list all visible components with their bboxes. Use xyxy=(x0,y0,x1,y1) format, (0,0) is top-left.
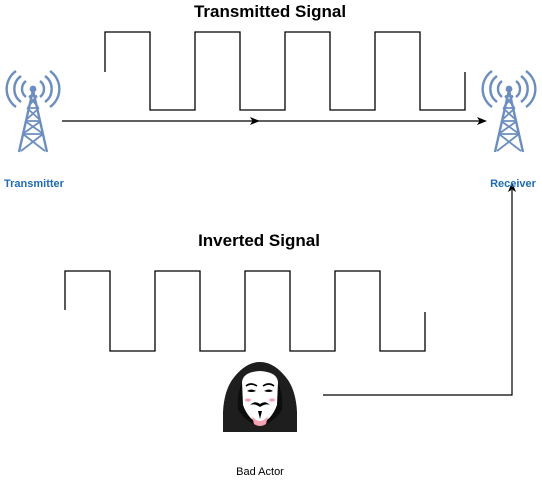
receiver-arrowhead xyxy=(477,117,487,125)
transmitter-tower-icon xyxy=(5,69,61,154)
attack-arrowhead xyxy=(508,182,516,192)
receiver-label: Receiver xyxy=(490,178,536,190)
inverted-signal-title: Inverted Signal xyxy=(198,231,320,250)
transmitter-label: Transmitter xyxy=(4,178,64,190)
bad-actor-label: Bad Actor xyxy=(236,466,284,478)
attack-path-line xyxy=(323,190,513,396)
hooded-hacker-icon xyxy=(223,362,297,432)
transmitted-signal-wave xyxy=(104,31,466,111)
receiver-tower-icon xyxy=(481,69,537,154)
midpoint-arrowhead xyxy=(250,117,260,125)
transmitted-signal-title: Transmitted Signal xyxy=(193,2,347,21)
inverted-signal-wave xyxy=(64,270,426,352)
